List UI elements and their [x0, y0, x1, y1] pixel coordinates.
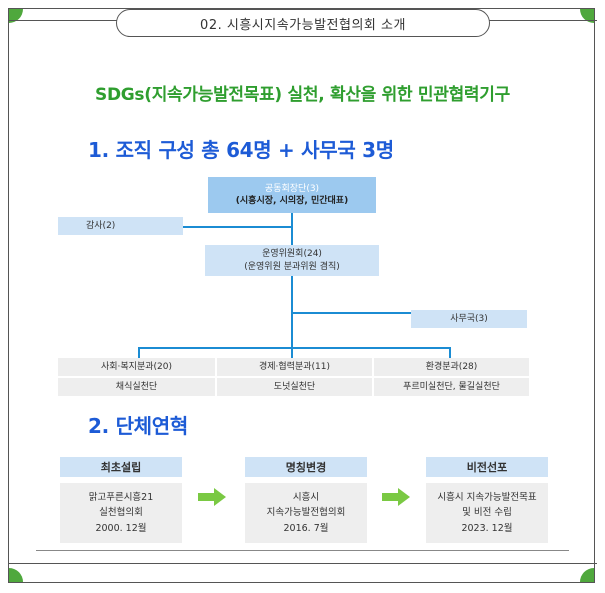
- history-card-date: 2000. 12월: [95, 522, 147, 534]
- headline: SDGs(지속가능발전목표) 실천, 확산을 위한 민관협력기구: [95, 85, 510, 105]
- header-title: 02. 시흥시지속가능발전협의회 소개: [200, 17, 406, 33]
- org-division-box: 경제·협력분과(11): [217, 358, 372, 376]
- connector-line: [449, 347, 451, 358]
- org-division-unit: 푸르미실천단, 물길실천단: [403, 381, 500, 392]
- history-card-date: 2023. 12월: [461, 522, 513, 534]
- history-card-label: 명칭변경: [245, 457, 367, 477]
- org-division-box: 환경분과(28): [374, 358, 529, 376]
- org-division-name: 경제·협력분과(11): [258, 361, 331, 372]
- org-division-unit-box: 채식실천단: [58, 378, 215, 396]
- org-cochair-title: 공동회장단(3): [264, 183, 320, 194]
- corner-decoration: [580, 568, 594, 582]
- history-card-body: 시흥시 지속가능발전목표 및 비전 수립 2023. 12월: [426, 483, 548, 543]
- org-committee-title: 운영위원회(24): [262, 249, 322, 260]
- history-card-line: 실천협의회: [99, 507, 143, 519]
- bottom-rule: [36, 550, 569, 551]
- history-card-line: 및 비전 수립: [462, 507, 512, 519]
- history-card: 비전선포 시흥시 지속가능발전목표 및 비전 수립 2023. 12월: [426, 457, 548, 543]
- org-division-unit: 도넛실천단: [273, 381, 316, 392]
- arrow-right-icon: [198, 488, 226, 506]
- org-auditor-label: 감사(2): [86, 220, 116, 231]
- history-card: 명칭변경 시흥시 지속가능발전협의회 2016. 7월: [245, 457, 367, 543]
- section-title-history: 2. 단체연혁: [88, 414, 188, 438]
- org-division-unit-box: 도넛실천단: [217, 378, 372, 396]
- history-card: 최초설립 맑고푸른시흥21 실천협의회 2000. 12월: [60, 457, 182, 543]
- history-card-line: 맑고푸른시흥21: [88, 492, 154, 504]
- footer-rule: [8, 563, 597, 564]
- org-secretariat-box: 사무국(3): [411, 310, 527, 328]
- connector-line: [138, 347, 451, 349]
- connector-line: [291, 213, 293, 245]
- org-committee-note: (운영위원 분과위원 겸직): [244, 261, 340, 272]
- org-secretariat-label: 사무국(3): [450, 313, 488, 324]
- connector-line: [183, 226, 292, 228]
- connector-line: [291, 347, 293, 358]
- org-division-name: 사회·복지분과(20): [100, 361, 173, 372]
- org-division-box: 사회·복지분과(20): [58, 358, 215, 376]
- org-cochair-box: 공동회장단(3) (시흥시장, 시의장, 민간대표): [208, 177, 376, 213]
- header-tab: 02. 시흥시지속가능발전협의회 소개: [116, 9, 490, 37]
- history-card-line: 시흥시: [292, 492, 320, 504]
- org-auditor-box: 감사(2): [58, 217, 183, 235]
- connector-line: [138, 347, 140, 358]
- corner-decoration: [9, 568, 23, 582]
- history-card-date: 2016. 7월: [283, 522, 329, 534]
- history-card-label: 최초설립: [60, 457, 182, 477]
- org-cochair-members: (시흥시장, 시의장, 민간대표): [235, 196, 349, 206]
- org-division-name: 환경분과(28): [425, 361, 478, 372]
- history-card-line: 시흥시 지속가능발전목표: [437, 492, 537, 504]
- section-title-organization: 1. 조직 구성 총 64명 + 사무국 3명: [88, 138, 394, 162]
- connector-line: [292, 312, 411, 314]
- arrow-right-icon: [382, 488, 410, 506]
- org-committee-box: 운영위원회(24) (운영위원 분과위원 겸직): [205, 245, 379, 276]
- history-card-line: 지속가능발전협의회: [266, 507, 346, 519]
- history-card-body: 맑고푸른시흥21 실천협의회 2000. 12월: [60, 483, 182, 543]
- org-division-unit: 채식실천단: [115, 381, 158, 392]
- history-card-body: 시흥시 지속가능발전협의회 2016. 7월: [245, 483, 367, 543]
- org-division-unit-box: 푸르미실천단, 물길실천단: [374, 378, 529, 396]
- history-card-label: 비전선포: [426, 457, 548, 477]
